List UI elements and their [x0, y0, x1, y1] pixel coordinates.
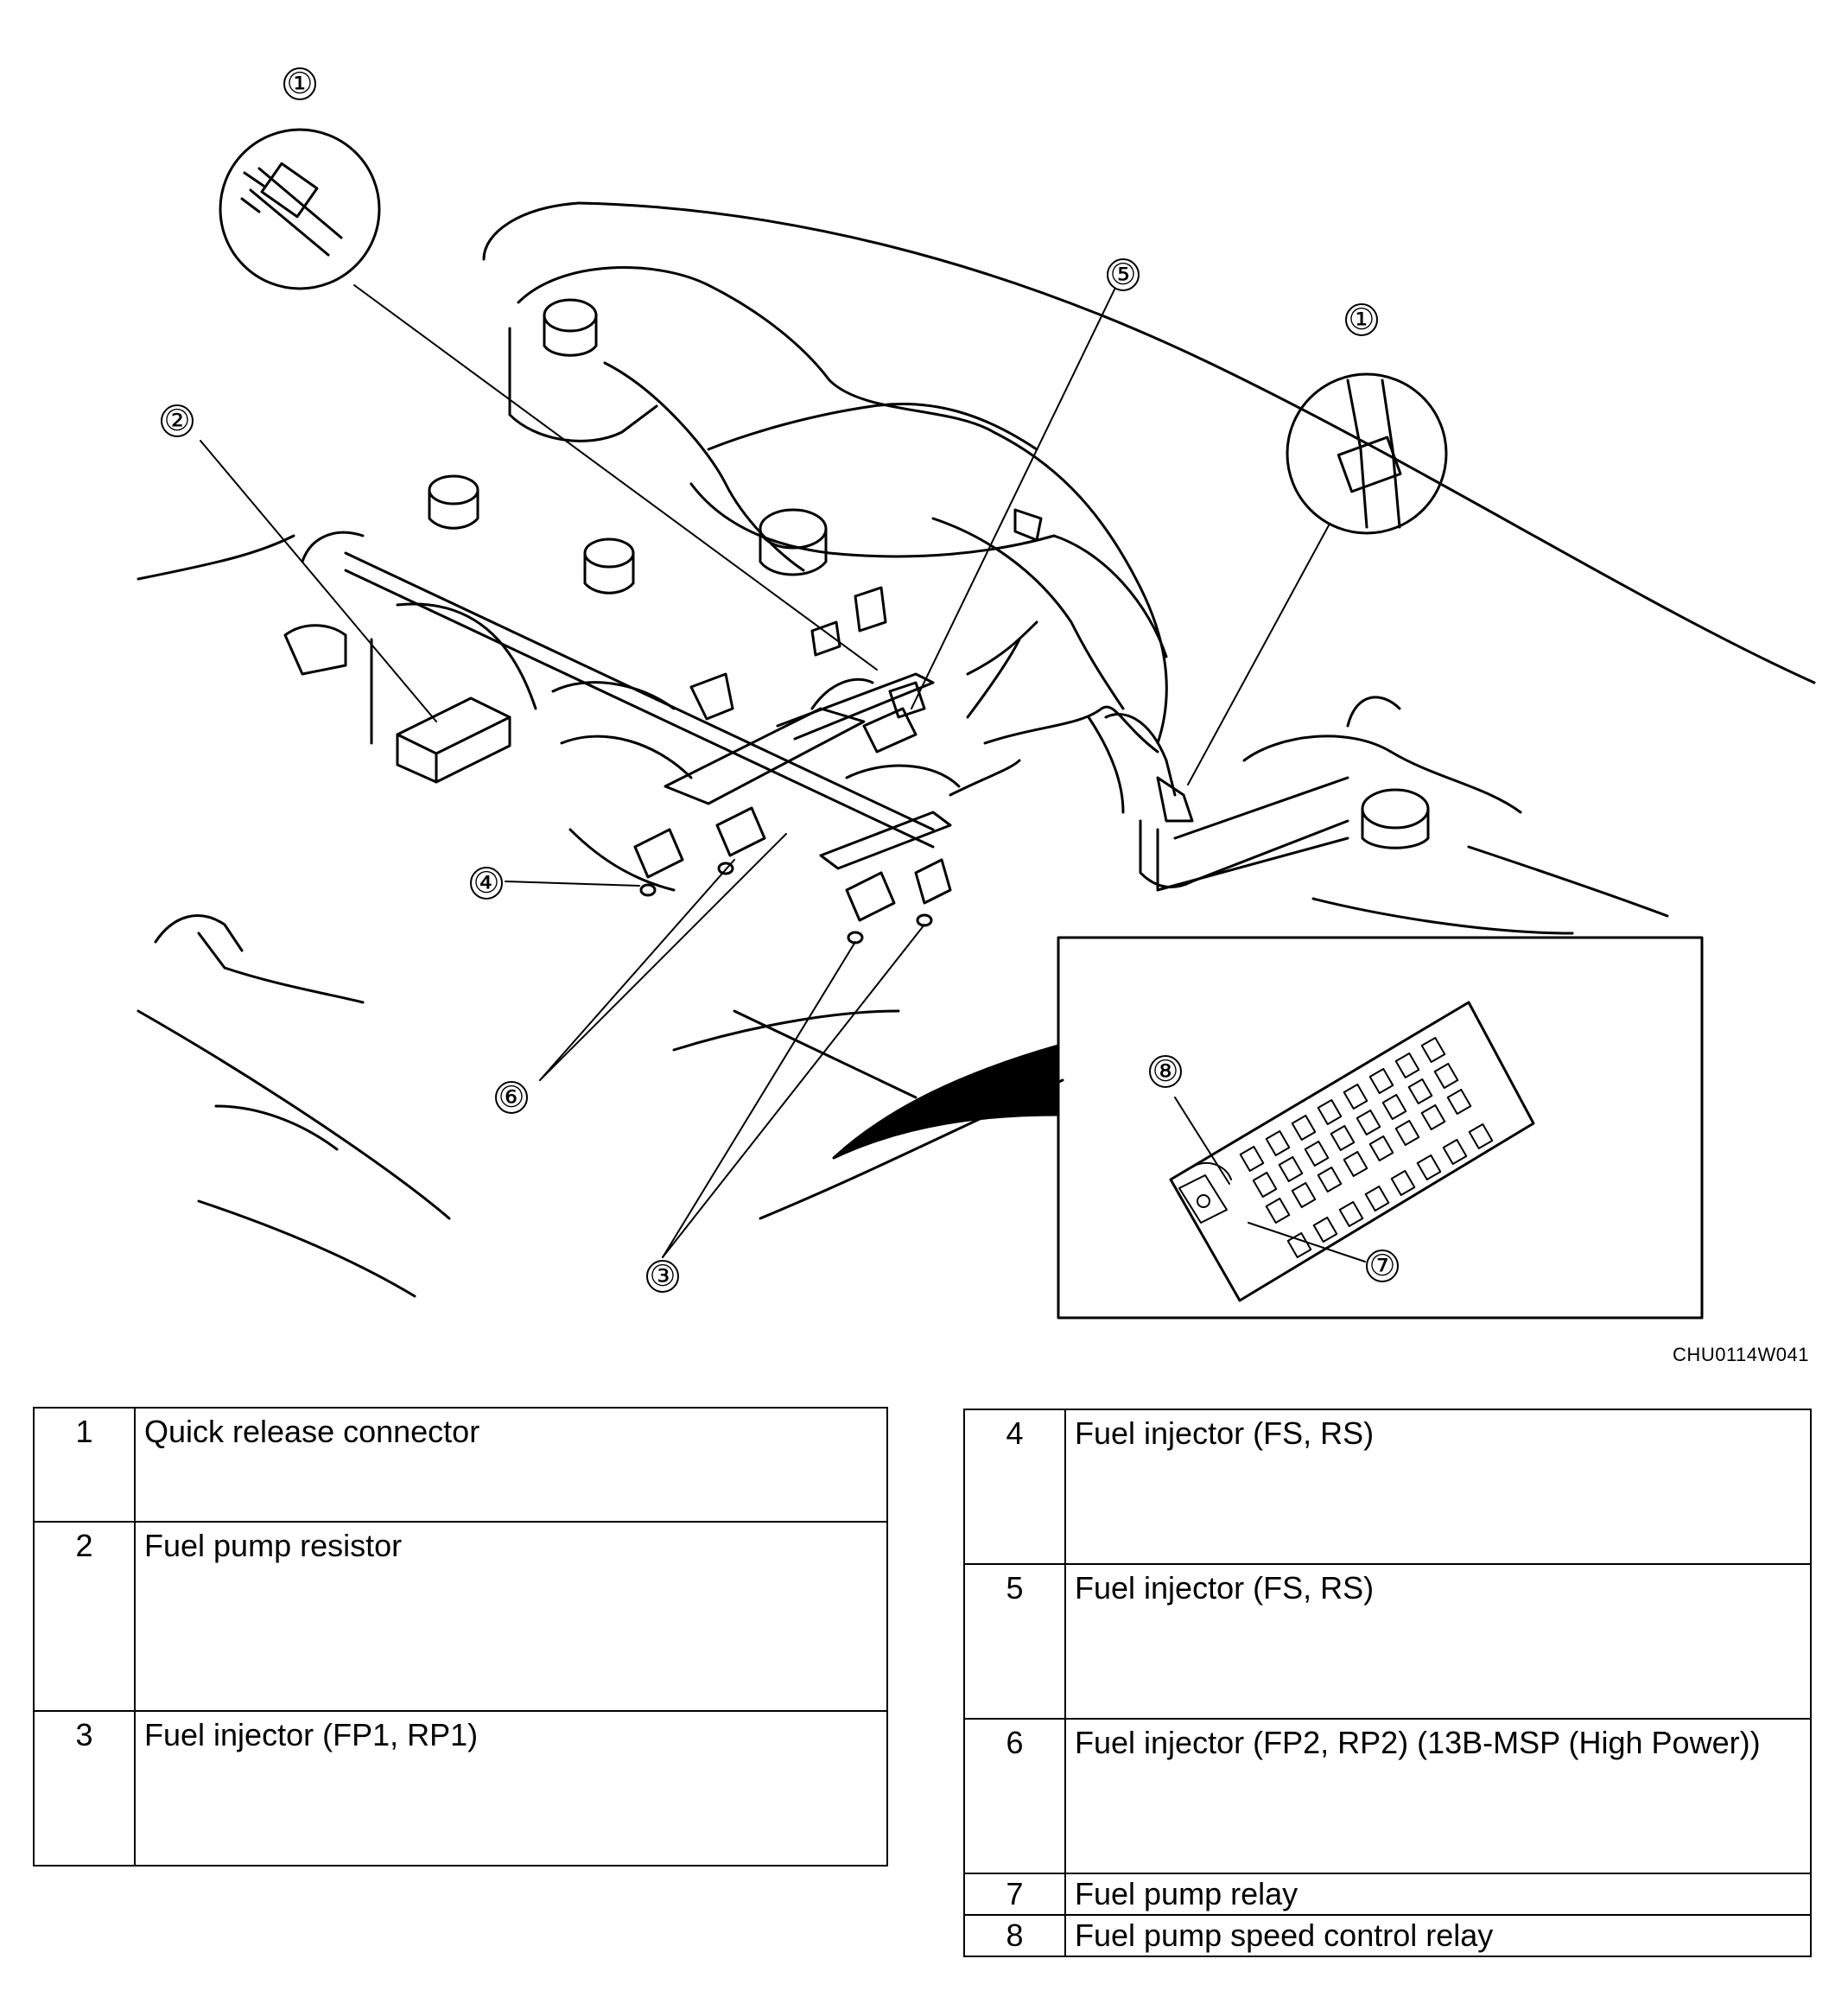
- legend-number: 4: [963, 1409, 1066, 1565]
- legend-number: 8: [963, 1914, 1066, 1957]
- figure-code: CHU0114W041: [1673, 1344, 1809, 1365]
- legend-label: Fuel injector (FS, RS): [1064, 1563, 1812, 1720]
- callout-rings: [161, 67, 1399, 1293]
- fuel-rails: [664, 620, 1038, 870]
- table-row: 2 Fuel pump resistor: [33, 1521, 888, 1712]
- fuel-pump-resistor: [283, 624, 511, 784]
- fender-left: [154, 914, 918, 1151]
- leader-lines: [200, 284, 1330, 1258]
- filler-caps: [428, 298, 1430, 849]
- legend-label: Fuel pump speed control relay: [1064, 1914, 1812, 1957]
- legend-table-left: 1 Quick release connector 2 Fuel pump re…: [33, 1407, 888, 1867]
- intake-pipes: [301, 531, 1125, 892]
- legend-label: Quick release connector: [134, 1407, 888, 1523]
- callout-4: ④: [473, 867, 499, 900]
- legend-number: 3: [33, 1710, 136, 1867]
- legend-number: 5: [963, 1563, 1066, 1720]
- legend-number: 6: [963, 1718, 1066, 1874]
- inset-relay-box: [1057, 936, 1704, 1320]
- right-fuel-line: [983, 705, 1349, 892]
- magnifier-right: [1286, 372, 1448, 535]
- callout-1-top-left: ①: [287, 67, 313, 100]
- right-components: [1242, 696, 1669, 935]
- callout-2: ②: [164, 404, 190, 437]
- callout-5: ⑤: [1110, 258, 1136, 291]
- legend-number: 1: [33, 1407, 136, 1523]
- legend-number: 2: [33, 1521, 136, 1712]
- inset-pointer: [832, 1044, 1060, 1160]
- legend-label: Fuel injector (FP2, RP2) (13B-MSP (High …: [1064, 1718, 1812, 1874]
- table-row: 6 Fuel injector (FP2, RP2) (13B-MSP (Hig…: [963, 1718, 1812, 1874]
- engine-bay-diagram: ① ② ⑤ ① ④ ⑥ ③ ⑧ ⑦: [137, 67, 1816, 1320]
- injectors: [633, 707, 952, 944]
- callout-6: ⑥: [498, 1081, 524, 1114]
- legend-label: Fuel pump relay: [1064, 1873, 1812, 1916]
- legend-table-right: 4 Fuel injector (FS, RS) 5 Fuel injector…: [963, 1409, 1812, 1957]
- legend-label: Fuel pump resistor: [134, 1521, 888, 1712]
- hood-outline: [137, 201, 1816, 1298]
- engine-block: [508, 266, 1168, 745]
- magnifier-left: [219, 128, 381, 290]
- legend-number: 7: [963, 1873, 1066, 1916]
- brackets: [689, 508, 1043, 721]
- callout-8: ⑧: [1152, 1055, 1178, 1088]
- table-row: 7 Fuel pump relay: [963, 1873, 1812, 1916]
- callout-3: ③: [650, 1260, 676, 1293]
- table-row: 4 Fuel injector (FS, RS): [963, 1409, 1812, 1565]
- table-row: 5 Fuel injector (FS, RS): [963, 1563, 1812, 1720]
- callout-7: ⑦: [1369, 1250, 1395, 1282]
- legend-label: Fuel injector (FS, RS): [1064, 1409, 1812, 1565]
- callout-1-right: ①: [1349, 303, 1375, 336]
- table-row: 8 Fuel pump speed control relay: [963, 1914, 1812, 1957]
- legend-label: Fuel injector (FP1, RP1): [134, 1710, 888, 1867]
- table-row: 3 Fuel injector (FP1, RP1): [33, 1710, 888, 1867]
- table-row: 1 Quick release connector: [33, 1407, 888, 1523]
